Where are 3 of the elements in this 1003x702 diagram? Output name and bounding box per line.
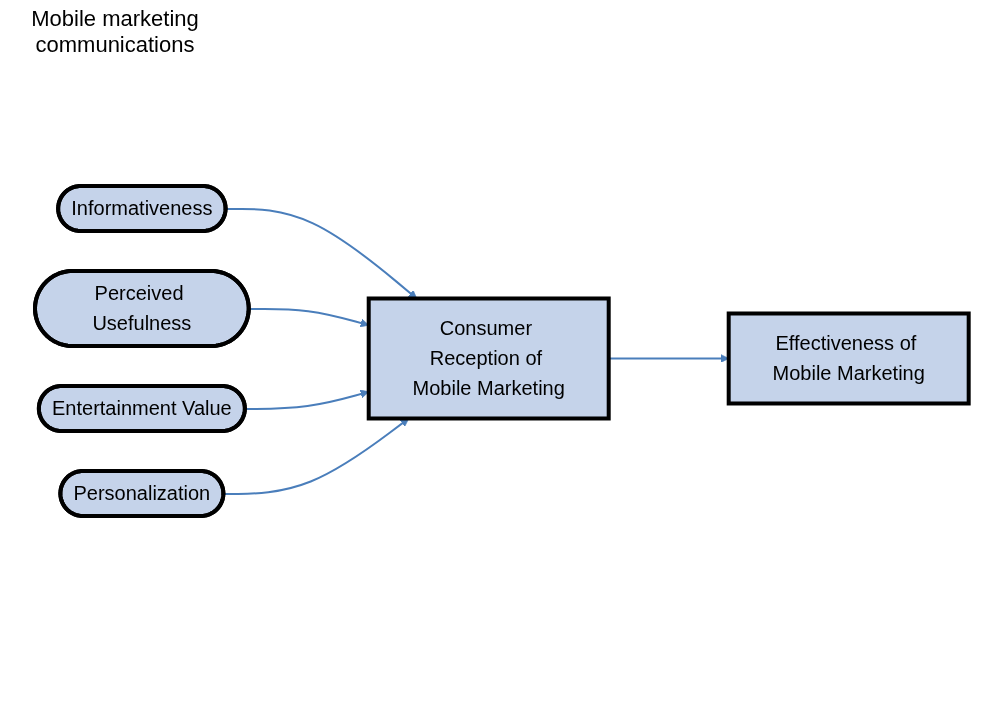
group-heading: Mobile marketing communications <box>30 6 200 58</box>
node-box: Consumer Reception of Mobile Marketing <box>366 296 611 421</box>
node-box: Effectiveness of Mobile Marketing <box>726 311 971 406</box>
